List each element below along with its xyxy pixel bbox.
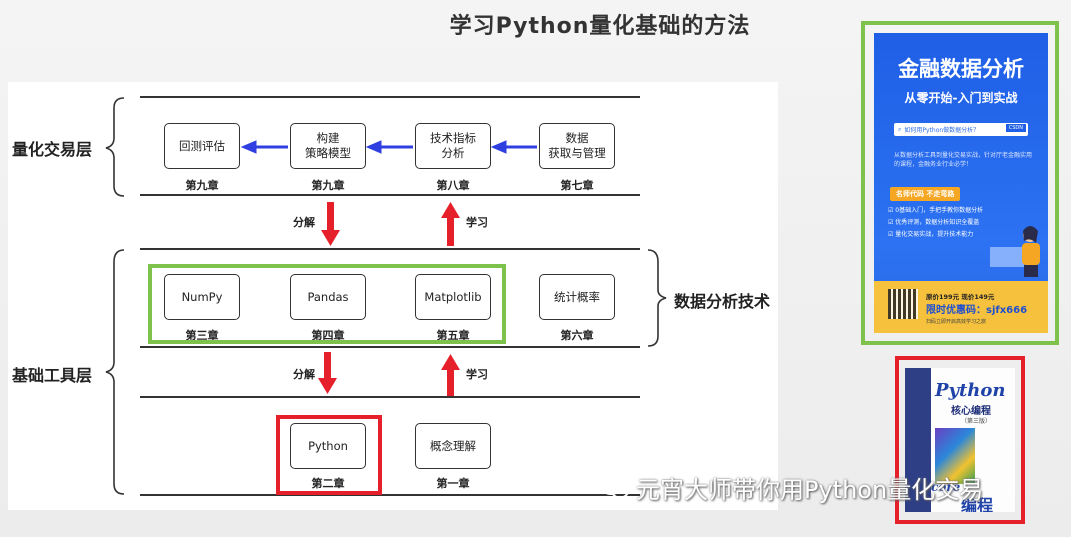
box-numpy: NumPy (164, 274, 240, 320)
red-arrow-down (321, 202, 340, 246)
book-spine (905, 368, 931, 512)
box-indicator: 技术指标 分析 (415, 123, 491, 169)
divider-line (140, 248, 640, 250)
box-strategy: 构建 策略模型 (290, 123, 366, 169)
search-icon: ⌕ (898, 125, 902, 133)
layer-label-trading: 量化交易层 (12, 140, 93, 159)
box-backtest: 回测评估 (164, 123, 240, 169)
book-art-icon (935, 428, 975, 484)
red-arrow-up (441, 202, 460, 246)
chapter-label: 第五章 (436, 329, 470, 342)
chapter-label: 第三章 (185, 329, 219, 342)
ad-feature-item: ☑ 0基础入门，手把手教你数据分析 (888, 207, 984, 214)
divider-line (140, 396, 640, 398)
ad-frame-green (861, 21, 1059, 345)
layer-label-tools: 基础工具层 (12, 366, 93, 385)
chapter-label: 第一章 (436, 477, 470, 490)
blue-arrow (365, 140, 413, 154)
ad-feature-item: ☑ 优秀评测，数据分析知识全覆盖 (888, 219, 980, 226)
ad-subtitle: 从零开始-入门到实战 (904, 91, 1018, 105)
brace-data-tech (647, 249, 667, 347)
ad-search-bar: ⌕ 如何用Python做数据分析？ CSDN (894, 123, 1028, 136)
chapter-label: 第六章 (560, 329, 594, 342)
box-statistics: 统计概率 (539, 274, 615, 320)
divider-line (140, 96, 640, 98)
book-subtitle: 核心编程 (951, 406, 991, 417)
red-arrow-down (318, 352, 337, 394)
wechat-icon (600, 476, 629, 498)
chapter-label: 第四章 (311, 329, 345, 342)
chapter-label: 第八章 (436, 179, 470, 192)
book-core-cn: 编程 (961, 496, 994, 512)
chapter-label: 第九章 (185, 179, 219, 192)
book-core-en: core (931, 480, 961, 494)
page-title: 学习Python量化基础的方法 (449, 14, 751, 39)
divider-line (140, 346, 640, 348)
box-pandas: Pandas (290, 274, 366, 320)
ad-feature-list: ☑ 0基础入门，手把手教你数据分析 ☑ 优秀评测，数据分析知识全覆盖 ☑ 量化交… (888, 205, 983, 241)
diagram-panel (8, 82, 778, 510)
person-illustration-icon (990, 226, 1040, 277)
box-python: Python (290, 423, 366, 469)
ad-bottom-bar: 原价199元 现价149元 限时优惠码：sjfx666 扫码立即开启高效学习之旅 (874, 281, 1048, 333)
ad-banner[interactable]: 金融数据分析 从零开始-入门到实战 ⌕ 如何用Python做数据分析？ CSDN… (874, 33, 1048, 333)
box-concepts: 概念理解 (415, 423, 491, 469)
book-edition: （第三版） (961, 418, 992, 425)
red-arrow-up (441, 354, 460, 396)
divider-line (140, 194, 640, 196)
ad-description: 从数据分析工具到量化交易实战，针对厅老金融实用的课程，金融务业行业必学！ (894, 152, 1033, 168)
divider-line (140, 494, 640, 496)
chapter-label: 第七章 (560, 179, 594, 192)
highlight-frame-red (276, 415, 382, 495)
blue-arrow (490, 140, 537, 154)
arrow-label-decompose: 分解 (293, 216, 315, 229)
ad-price: 原价199元 现价149元 (926, 293, 995, 301)
qr-code-icon (888, 289, 918, 319)
watermark-text: 元宵大师带你用Python量化交易 (636, 476, 984, 504)
ad-search-tag: CSDN (1005, 124, 1026, 132)
ad-search-text: 如何用Python做数据分析？ (904, 127, 980, 134)
arrow-label-learn: 学习 (466, 368, 488, 381)
brace-tools (105, 249, 125, 495)
chapter-label: 第九章 (311, 179, 345, 192)
book-frame-red (895, 356, 1025, 524)
book-cover[interactable]: Python 核心编程 （第三版） core 编程 (905, 368, 1015, 512)
brace-trading (105, 97, 125, 197)
blue-arrow (240, 140, 288, 154)
box-matplotlib: Matplotlib (415, 274, 491, 320)
arrow-label-learn: 学习 (466, 216, 488, 229)
ad-footnote: 扫码立即开启高效学习之旅 (926, 319, 987, 325)
ad-title: 金融数据分析 (898, 57, 1024, 81)
ad-feature-item: ☑ 量化交易实战，提升技术能力 (888, 231, 974, 238)
arrow-label-decompose: 分解 (293, 368, 315, 381)
box-data-mgmt: 数据 获取与管理 (539, 123, 615, 169)
chapter-label: 第二章 (311, 477, 345, 490)
highlight-frame-green (148, 264, 506, 344)
ad-promo-code: 限时优惠码：sjfx666 (926, 305, 1028, 316)
book-title: Python (935, 380, 1006, 401)
watermark: 元宵大师带你用Python量化交易 (600, 470, 983, 505)
layer-label-data-tech: 数据分析技术 (674, 292, 771, 311)
ad-badge: 名师代码 不走弯路 (890, 187, 961, 201)
